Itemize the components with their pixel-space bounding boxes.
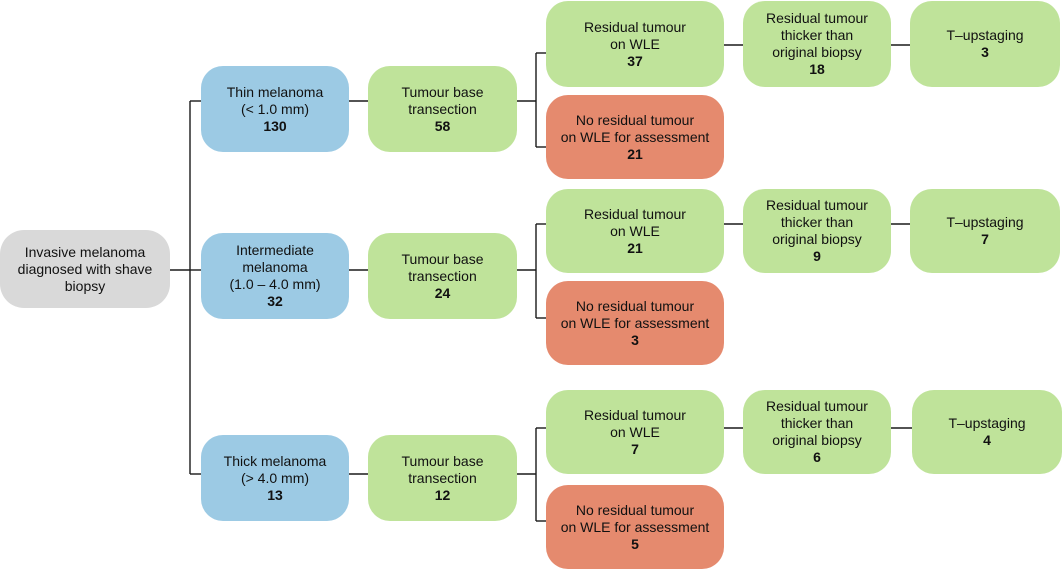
- thicker-label: original biopsy: [772, 231, 862, 247]
- thicker-count: 9: [813, 248, 821, 264]
- thicker-box-thick: Residual tumour thicker than original bi…: [743, 390, 891, 474]
- residual-count: 7: [631, 440, 639, 457]
- residual-count: 37: [627, 52, 643, 69]
- category-count: 130: [263, 117, 287, 134]
- category-box-thin: Thin melanoma (< 1.0 mm) 130: [201, 66, 349, 152]
- thicker-box-thin: Residual tumour thicker than original bi…: [743, 1, 891, 87]
- upstaging-count: 4: [983, 432, 991, 448]
- no-residual-count: 3: [631, 331, 639, 348]
- category-label: Intermediate: [236, 242, 314, 258]
- thicker-count: 18: [809, 61, 825, 77]
- root-line: biopsy: [64, 277, 106, 294]
- transection-count: 58: [434, 117, 451, 134]
- category-label: Thick melanoma: [223, 452, 327, 469]
- category-box-intermediate: Intermediate melanoma (1.0 – 4.0 mm) 32: [201, 233, 349, 319]
- transection-count: 12: [434, 486, 451, 503]
- no-residual-label: on WLE for assessment: [560, 518, 710, 535]
- category-count: 13: [267, 486, 283, 503]
- transection-box-thick: Tumour base transection 12: [368, 435, 517, 521]
- category-label: (> 4.0 mm): [240, 469, 310, 486]
- category-label: melanoma: [242, 259, 308, 275]
- category-label: (1.0 – 4.0 mm): [229, 276, 321, 292]
- transection-count: 24: [434, 284, 451, 301]
- no-residual-label: No residual tumour: [575, 111, 695, 128]
- residual-box-intermediate: Residual tumour on WLE 21: [546, 189, 724, 273]
- residual-box-thin: Residual tumour on WLE 37: [546, 1, 724, 87]
- residual-label: Residual tumour: [584, 406, 686, 423]
- upstaging-count: 3: [981, 44, 989, 60]
- no-residual-count: 5: [631, 535, 639, 552]
- no-residual-label: on WLE for assessment: [560, 314, 710, 331]
- no-residual-label: No residual tumour: [575, 501, 695, 518]
- thicker-count: 6: [813, 449, 821, 465]
- category-label: (< 1.0 mm): [240, 100, 310, 117]
- transection-box-intermediate: Tumour base transection 24: [368, 233, 517, 319]
- thicker-label: thicker than: [780, 415, 854, 431]
- thicker-label: Residual tumour: [766, 197, 868, 213]
- category-label: Thin melanoma: [226, 83, 324, 100]
- transection-box-thin: Tumour base transection 58: [368, 66, 517, 152]
- root-line: diagnosed with shave: [17, 260, 153, 277]
- thicker-label: thicker than: [780, 214, 854, 230]
- residual-box-thick: Residual tumour on WLE 7: [546, 390, 724, 474]
- transection-label: transection: [408, 267, 477, 284]
- residual-label: on WLE: [610, 35, 660, 52]
- transection-label: transection: [408, 469, 477, 486]
- thicker-box-intermediate: Residual tumour thicker than original bi…: [743, 189, 891, 273]
- upstaging-box-intermediate: T–upstaging 7: [910, 189, 1060, 273]
- transection-label: Tumour base: [401, 83, 484, 100]
- thicker-label: original biopsy: [772, 432, 862, 448]
- no-residual-box-thick: No residual tumour on WLE for assessment…: [546, 485, 724, 569]
- thicker-label: Residual tumour: [766, 10, 868, 26]
- upstaging-label: T–upstaging: [946, 214, 1024, 230]
- residual-label: on WLE: [610, 222, 660, 239]
- category-box-thick: Thick melanoma (> 4.0 mm) 13: [201, 435, 349, 521]
- upstaging-count: 7: [981, 231, 989, 247]
- transection-label: transection: [408, 100, 477, 117]
- no-residual-label: No residual tumour: [575, 297, 695, 314]
- upstaging-box-thick: T–upstaging 4: [912, 390, 1062, 474]
- upstaging-label: T–upstaging: [948, 415, 1026, 431]
- thicker-label: Residual tumour: [766, 398, 868, 414]
- thicker-label: thicker than: [780, 27, 854, 43]
- root-line: Invasive melanoma: [24, 243, 146, 260]
- upstaging-label: T–upstaging: [946, 27, 1024, 43]
- residual-label: Residual tumour: [584, 18, 686, 35]
- no-residual-label: on WLE for assessment: [560, 128, 710, 145]
- transection-label: Tumour base: [401, 452, 484, 469]
- residual-label: Residual tumour: [584, 205, 686, 222]
- no-residual-box-thin: No residual tumour on WLE for assessment…: [546, 95, 724, 179]
- upstaging-box-thin: T–upstaging 3: [910, 1, 1060, 87]
- root-box: Invasive melanoma diagnosed with shave b…: [0, 230, 170, 308]
- residual-count: 21: [627, 239, 643, 256]
- no-residual-box-intermediate: No residual tumour on WLE for assessment…: [546, 281, 724, 365]
- thicker-label: original biopsy: [772, 44, 862, 60]
- transection-label: Tumour base: [401, 250, 484, 267]
- category-count: 32: [267, 293, 283, 309]
- residual-label: on WLE: [610, 423, 660, 440]
- no-residual-count: 21: [627, 145, 643, 162]
